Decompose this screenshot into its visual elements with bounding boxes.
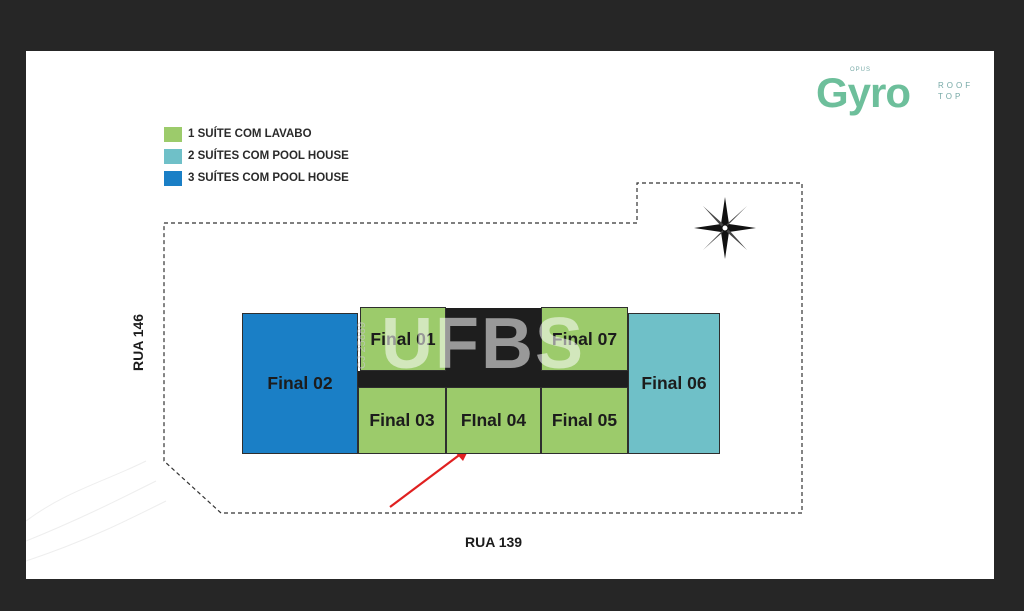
unit-final-04[interactable]: FInal 04 <box>446 387 541 454</box>
legend-label: 2 SUÍTES COM POOL HOUSE <box>188 150 349 162</box>
plot-boundary-svg <box>26 182 803 562</box>
unit-final-07[interactable]: Final 07 <box>541 307 628 371</box>
logo-brand: Gyro <box>816 69 911 116</box>
legend-swatch-3-suites <box>164 170 182 186</box>
compass-rose-icon <box>694 197 756 259</box>
legend-label: 3 SUÍTES COM POOL HOUSE <box>188 172 349 184</box>
unit-final-01[interactable]: Final 01 <box>360 307 446 371</box>
legend-item-3-suites: 3 SUÍTES COM POOL HOUSE <box>164 167 349 189</box>
logo-sub-line2: TOP <box>938 92 964 101</box>
street-label-bottom: RUA 139 <box>465 534 523 550</box>
gyro-logo: OPUS Gyro ROOF TOP <box>816 67 986 117</box>
watermark-code: CJ 25889 <box>356 321 368 369</box>
site-plan-panel: OPUS Gyro ROOF TOP 1 SUÍTE COM LAVABO 2 … <box>26 51 994 579</box>
logo-top-text: OPUS <box>850 67 872 73</box>
decorative-texture <box>26 500 167 562</box>
unit-final-05[interactable]: Final 05 <box>541 387 628 454</box>
building-corridor <box>358 371 628 387</box>
unit-final-02[interactable]: Final 02 <box>242 313 358 454</box>
decorative-texture <box>26 460 147 522</box>
lot-boundary <box>163 182 803 514</box>
unit-label: Final 06 <box>641 373 707 393</box>
unit-label: Final 05 <box>551 410 618 430</box>
unit-final-06[interactable]: Final 06 <box>628 313 720 454</box>
logo-sub-line1: ROOF <box>938 81 974 90</box>
legend-item-lavabo: 1 SUÍTE COM LAVABO <box>164 123 349 145</box>
legend-swatch-lavabo <box>164 126 182 142</box>
street-label-left: RUA 146 <box>130 313 146 371</box>
unit-label: Final 03 <box>369 410 435 430</box>
indicator-arrow-line <box>389 452 463 508</box>
legend: 1 SUÍTE COM LAVABO 2 SUÍTES COM POOL HOU… <box>164 123 349 189</box>
legend-swatch-2-suites <box>164 148 182 164</box>
decorative-texture <box>26 480 157 542</box>
unit-label: Final 01 <box>370 328 436 349</box>
unit-label: FInal 04 <box>460 410 527 430</box>
unit-final-03[interactable]: Final 03 <box>358 387 446 454</box>
unit-label: Final 02 <box>267 373 333 393</box>
legend-item-2-suites: 2 SUÍTES COM POOL HOUSE <box>164 145 349 167</box>
unit-label: Final 07 <box>551 328 618 349</box>
legend-label: 1 SUÍTE COM LAVABO <box>188 128 312 140</box>
